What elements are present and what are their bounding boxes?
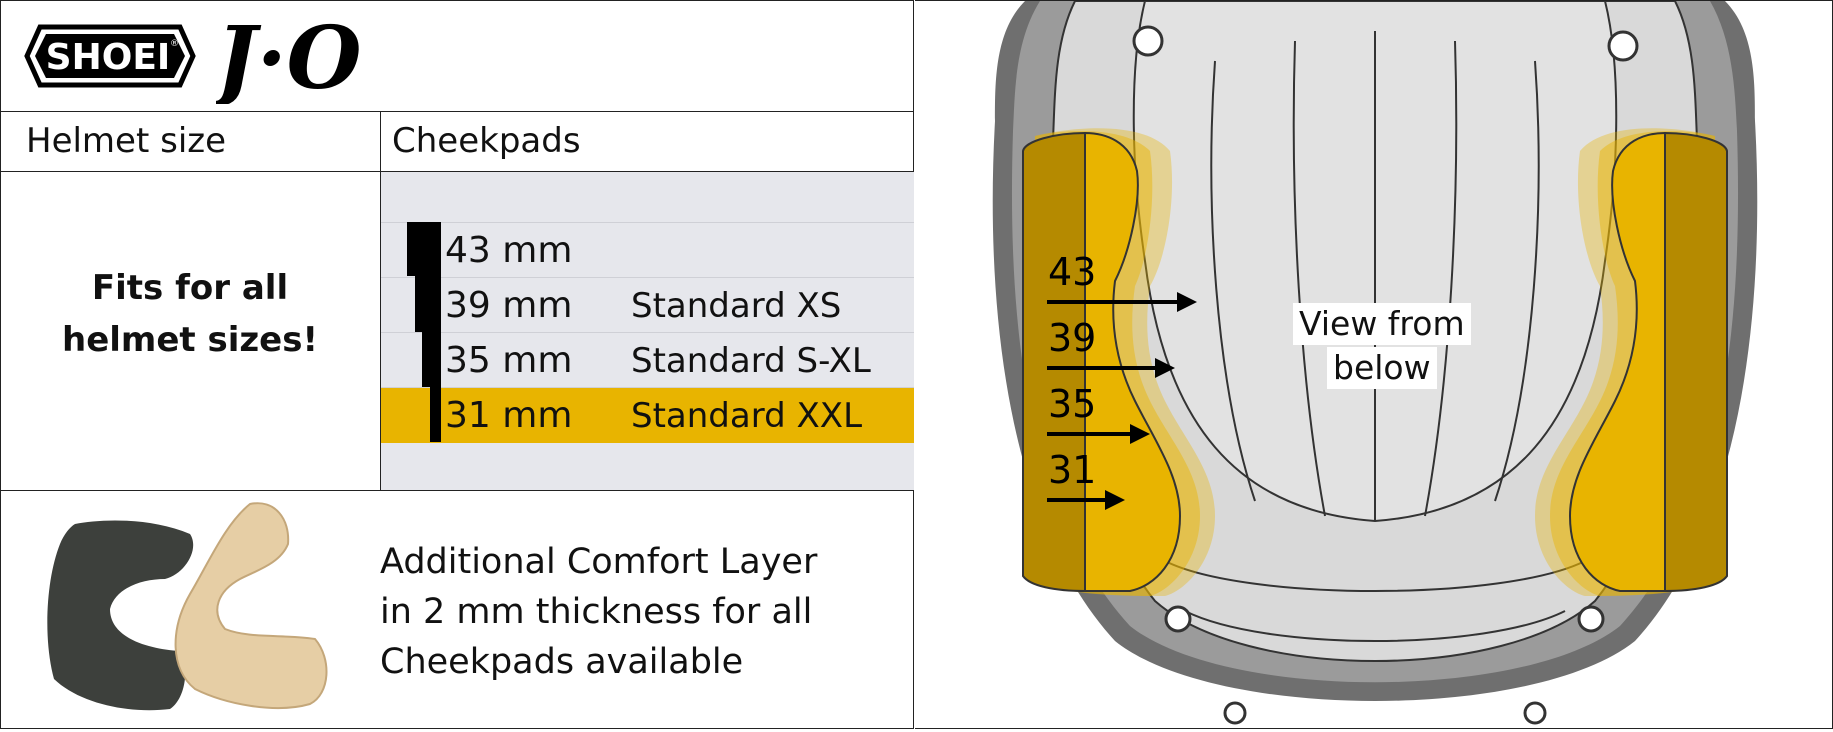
model-name: J·O [216,12,362,104]
arrow-35 [1130,424,1150,444]
size-row-43: 43 mm [381,222,914,278]
header-cheekpads: Cheekpads [392,121,581,161]
cheekpad-size-list: 43 mm 39 mm Standard XS 35 mm Standard S… [381,172,914,490]
arrow-label-31: 31 [1048,448,1096,492]
fits-all-sizes-note: Fits for all helmet sizes! [62,268,318,360]
thickness-31: 31 mm [445,395,573,436]
helmet-diagram-panel: 43 39 35 31 View from below [915,0,1833,729]
view-label-line2: below [1327,347,1437,389]
logo-row: SHOEI ® J·O [0,0,914,112]
model-logo: J·O [216,12,362,104]
arrow-label-39: 39 [1048,316,1096,360]
snap-bottom-left [1164,605,1192,633]
thickness-35: 35 mm [445,340,573,381]
thickness-bar-31 [430,387,441,442]
size-row-31: 31 mm Standard XXL [381,387,914,443]
snap-bottom-right [1577,605,1605,633]
logo-text: SHOEI [46,37,171,78]
snap-top-right [1607,30,1639,62]
right-cheekpad [1568,131,1666,592]
thickness-bar-35 [422,332,441,387]
thickness-43: 43 mm [445,230,573,271]
arrow-label-43: 43 [1048,250,1096,294]
thickness-bar-43 [407,222,441,276]
header-helmet-size: Helmet size [26,121,227,161]
arrow-43 [1177,292,1197,312]
arrow-39 [1155,358,1175,378]
standard-39: Standard XS [631,286,842,326]
snap-top-left [1132,25,1164,57]
left-cheekpad-base [1022,131,1086,593]
right-cheekpad-base [1664,131,1728,593]
size-row-35: 35 mm Standard S-XL [381,332,914,388]
arrow-label-35: 35 [1048,382,1096,426]
standard-35: Standard S-XL [631,341,871,381]
svg-text:®: ® [170,39,179,49]
comfort-layer-text: Additional Comfort Layer in 2 mm thickne… [380,542,818,682]
column-divider [380,111,381,491]
table-header-row: Helmet size Cheekpads [0,111,914,172]
standard-31: Standard XXL [631,396,863,436]
comfort-layer-image [47,502,328,711]
thickness-bar-39 [415,276,441,332]
thickness-39: 39 mm [445,285,573,326]
arrow-31 [1105,490,1125,510]
comfort-layer-row: Additional Comfort Layer in 2 mm thickne… [0,490,914,730]
size-row-39: 39 mm Standard XS [381,277,914,333]
view-label-line1: View from [1293,303,1471,345]
shoei-logo: SHOEI ® [24,24,196,88]
